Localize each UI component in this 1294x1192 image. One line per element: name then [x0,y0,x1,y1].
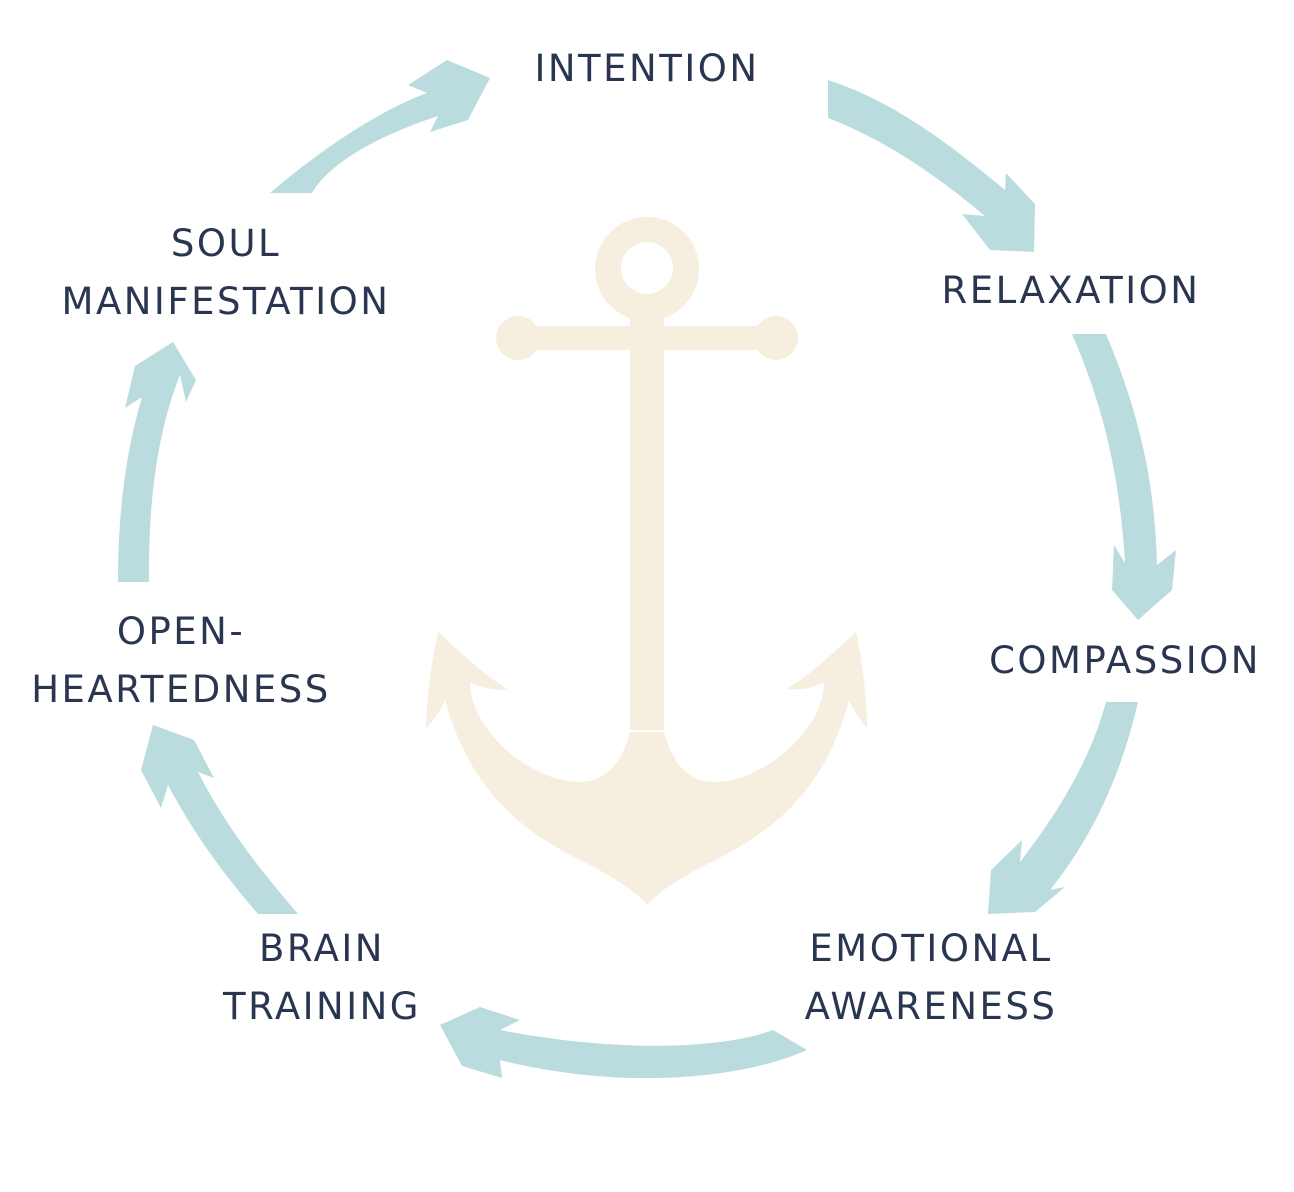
arrow-brain-to-open [141,725,298,914]
step-label-line: INTENTION [534,47,760,90]
step-brain-training: BRAIN TRAINING [223,920,421,1036]
arrow-soul-to-intention [270,60,490,193]
step-label-line: BRAIN [258,927,385,970]
arrow-open-to-soul [118,342,196,582]
anchor-crossbar-end-left [496,316,540,360]
arrow-emotional-to-brain [440,1007,807,1079]
cycle-arrows [118,60,1176,1079]
step-label-line: RELAXATION [941,269,1201,312]
anchor-icon [426,217,867,905]
step-label-line: SOUL [170,222,282,265]
anchor-ring [595,217,700,321]
arrow-intention-to-relaxation [828,80,1035,252]
step-label-line: TRAINING [223,985,421,1028]
step-emotional-awareness: EMOTIONAL AWARENESS [805,920,1058,1036]
arrow-relaxation-to-compassion [1072,334,1176,620]
step-label-line: MANIFESTATION [61,280,391,323]
step-intention: INTENTION [534,40,759,98]
step-label-line: EMOTIONAL [809,927,1053,970]
step-label-line: OPEN- [116,610,246,653]
step-label-line: COMPASSION [989,639,1261,682]
step-label-line: HEARTEDNESS [31,668,331,711]
anchor-arms [426,632,867,905]
arrow-compassion-to-emotional [988,702,1138,914]
step-relaxation: RELAXATION [942,262,1201,320]
step-compassion: COMPASSION [989,632,1261,690]
step-label-line: AWARENESS [804,985,1058,1028]
anchor-crossbar-end-right [754,316,798,360]
step-soul-manifestation: SOUL MANIFESTATION [62,215,391,331]
anchor-shank [630,310,664,730]
step-open-heartedness: OPEN- HEARTEDNESS [31,603,331,719]
